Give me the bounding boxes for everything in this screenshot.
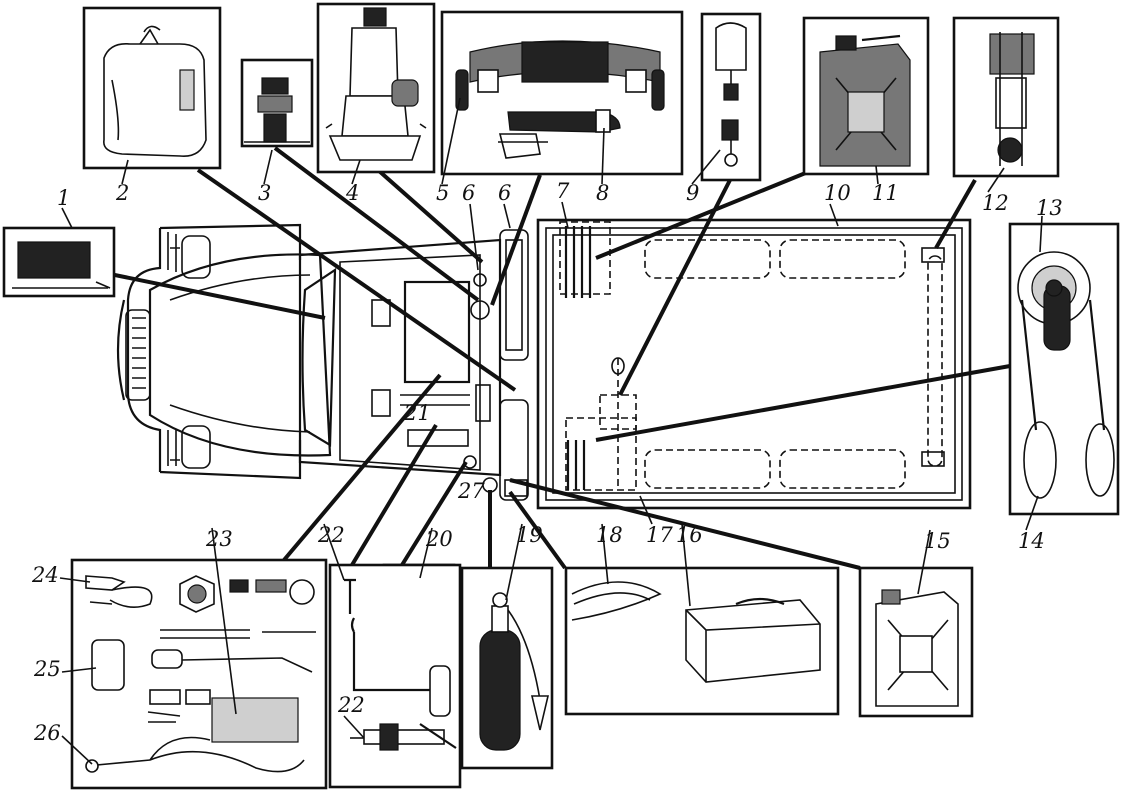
item-3-inset [240, 58, 314, 148]
item-20-inset [460, 566, 554, 770]
callout-1: 1 [57, 186, 70, 210]
callout-13: 12 [982, 191, 1009, 215]
callout-11: 10 [824, 181, 851, 205]
callout-17: 16 [676, 523, 703, 547]
callout-pointers [59, 97, 1043, 765]
callout-8: 7 [556, 179, 570, 203]
item-12-inset [802, 16, 930, 176]
item-1-inset [2, 226, 116, 298]
callout-9: 8 [596, 181, 609, 205]
item-14-15-inset [1008, 222, 1120, 516]
callout-18: 17 [646, 523, 673, 547]
callout-2: 2 [115, 181, 129, 205]
callout-25: 24 [31, 563, 59, 587]
callout-24: 23 [205, 527, 233, 551]
callout-19: 18 [596, 523, 623, 547]
item-13-inset [952, 16, 1060, 178]
callout-12: 11 [872, 181, 899, 205]
callout-7: 6 [498, 181, 511, 205]
callout-6-top: 6 [462, 181, 475, 205]
callout-15: 14 [1018, 529, 1045, 553]
item-2-inset [82, 6, 222, 170]
item-17-19-inset [564, 566, 840, 716]
item-16-inset [858, 566, 974, 718]
callout-3: 3 [258, 181, 271, 205]
callout-26: 25 [33, 657, 61, 681]
item-5-9-inset [440, 10, 684, 176]
callout-22-lower: 22 [337, 693, 365, 717]
callout-labels: 1 2 3 4 5 6 6 7 8 9 10 11 12 13 14 15 16… [31, 179, 1063, 745]
item-10-inset [700, 12, 762, 182]
item-4-inset [316, 2, 436, 174]
callout-27: 26 [33, 721, 61, 745]
callout-6-bottom: 27 [457, 479, 485, 503]
cargo-bed [536, 218, 972, 510]
item-22-23-inset [328, 563, 462, 789]
item-24-27-inset [70, 558, 328, 790]
callout-5: 5 [436, 181, 449, 205]
callout-10: 9 [686, 181, 699, 205]
callout-14: 13 [1036, 196, 1063, 220]
callout-4: 4 [345, 181, 359, 205]
callout-22-upper: 21 [403, 401, 431, 425]
vehicle-top-view [116, 223, 529, 501]
leader-lines [99, 146, 1011, 570]
